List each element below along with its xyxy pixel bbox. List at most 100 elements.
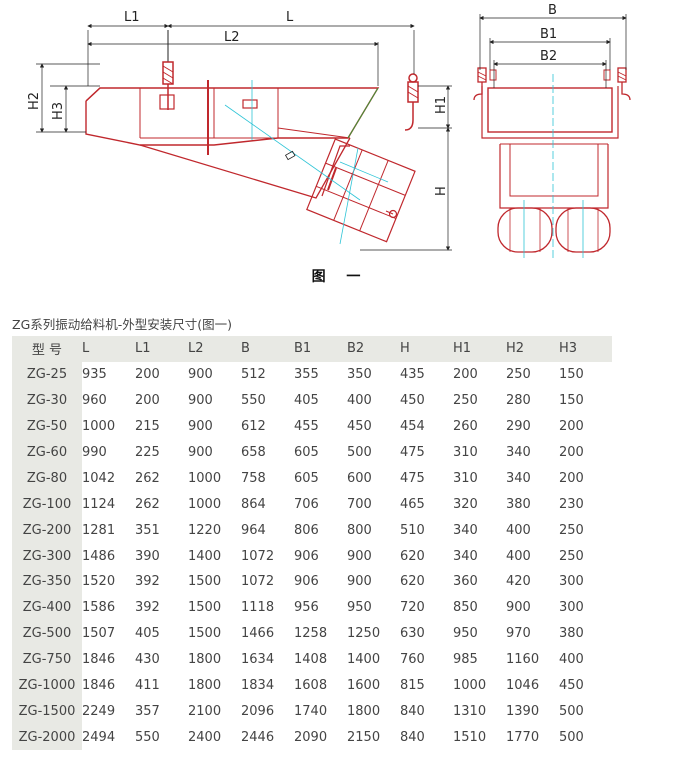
cell-model: ZG-750 <box>12 646 82 673</box>
cell-H3: 200 <box>559 445 584 460</box>
cell-H1: 310 <box>453 445 478 460</box>
cell-L: 2494 <box>82 729 116 745</box>
cell-L1: 405 <box>135 626 160 642</box>
feeder-dimension-drawing: L1 L L2 H2 H3 H1 H <box>27 3 631 260</box>
cell-H: 620 <box>400 574 425 590</box>
cell-H1: 320 <box>453 496 478 512</box>
cell-L: 1846 <box>82 678 116 694</box>
cell-H2: 420 <box>506 574 531 590</box>
cell-L: 1281 <box>82 522 116 538</box>
cell-H3: 380 <box>559 626 584 642</box>
cell-H: 435 <box>400 367 425 383</box>
cell-H1: 260 <box>453 419 478 435</box>
cell-H2: 380 <box>506 496 531 512</box>
cell-B2: 2150 <box>347 729 381 745</box>
cell-B2: 350 <box>347 367 372 383</box>
cell-L: 1507 <box>82 626 116 642</box>
cell-L1: 200 <box>135 393 160 409</box>
col-header-B: B <box>241 336 294 362</box>
cell-model: ZG-500 <box>12 620 82 647</box>
col-header-B2: B2 <box>347 336 400 362</box>
cell-model: ZG-1500 <box>12 698 82 725</box>
cell-H3: 300 <box>559 574 584 590</box>
cell-model: ZG-25 <box>12 361 82 388</box>
cell-H3: 300 <box>559 600 584 616</box>
cell-L: 1486 <box>82 548 116 564</box>
cell-H2: 400 <box>506 548 531 564</box>
cell-B1: 1408 <box>294 652 328 668</box>
label-B1: B1 <box>540 27 557 42</box>
cell-H3: 150 <box>559 393 584 409</box>
cell-B1: 455 <box>294 419 319 435</box>
cell-H2: 340 <box>506 445 531 460</box>
cell-H: 815 <box>400 678 425 694</box>
cell-L1: 392 <box>135 574 160 590</box>
col-header-L2: L2 <box>188 336 241 362</box>
cell-model: ZG-100 <box>12 491 82 518</box>
cell-H1: 950 <box>453 626 478 642</box>
cell-H: 465 <box>400 496 425 512</box>
cell-model: ZG-30 <box>12 387 82 414</box>
cell-L2: 1400 <box>188 548 222 564</box>
cell-H1: 985 <box>453 652 478 668</box>
cell-H3: 450 <box>559 678 584 694</box>
cell-B: 864 <box>241 496 266 512</box>
cell-B: 2096 <box>241 703 275 719</box>
side-view: B B1 B2 <box>473 3 631 260</box>
cell-B1: 906 <box>294 548 319 564</box>
cell-H2: 1046 <box>506 678 540 694</box>
cell-H: 840 <box>400 703 425 719</box>
cell-B2: 400 <box>347 393 372 409</box>
cell-B2: 1400 <box>347 652 381 668</box>
cell-L: 1520 <box>82 574 116 590</box>
cell-H2: 1390 <box>506 703 540 719</box>
cell-H3: 200 <box>559 419 584 435</box>
cell-B: 758 <box>241 470 266 486</box>
cell-B: 964 <box>241 522 266 538</box>
cell-H2: 250 <box>506 367 531 383</box>
cell-H1: 1000 <box>453 678 487 694</box>
cell-H2: 340 <box>506 470 531 486</box>
cell-L: 1846 <box>82 652 116 668</box>
vibration-motor-block <box>306 138 416 243</box>
cell-model: ZG-300 <box>12 543 82 570</box>
cell-H2: 290 <box>506 419 531 435</box>
cell-model: ZG-1000 <box>12 672 82 699</box>
cell-B1: 2090 <box>294 729 328 745</box>
col-header-H: H <box>400 336 453 362</box>
cell-B1: 706 <box>294 496 319 512</box>
cell-H1: 340 <box>453 548 478 564</box>
cell-B2: 950 <box>347 600 372 616</box>
cell-B: 1466 <box>241 626 275 642</box>
cell-L: 1000 <box>82 419 116 435</box>
col-header-H3: H3 <box>559 336 612 362</box>
cell-H3: 500 <box>559 729 584 745</box>
cell-B1: 605 <box>294 445 319 460</box>
cell-B: 1634 <box>241 652 275 668</box>
label-H1: H1 <box>434 96 449 114</box>
col-header-L1: L1 <box>135 336 188 362</box>
label-H2: H2 <box>27 92 42 110</box>
cell-H2: 1770 <box>506 729 540 745</box>
label-B: B <box>548 3 557 18</box>
cell-L1: 357 <box>135 703 160 719</box>
cell-B1: 405 <box>294 393 319 409</box>
cell-H1: 850 <box>453 600 478 616</box>
cell-L2: 900 <box>188 419 213 435</box>
cell-H2: 1160 <box>506 652 540 668</box>
side-suspension-right-icon <box>603 67 631 101</box>
cell-H3: 230 <box>559 496 584 512</box>
cell-L1: 351 <box>135 522 160 538</box>
cell-B1: 956 <box>294 600 319 616</box>
cell-H1: 1510 <box>453 729 487 745</box>
